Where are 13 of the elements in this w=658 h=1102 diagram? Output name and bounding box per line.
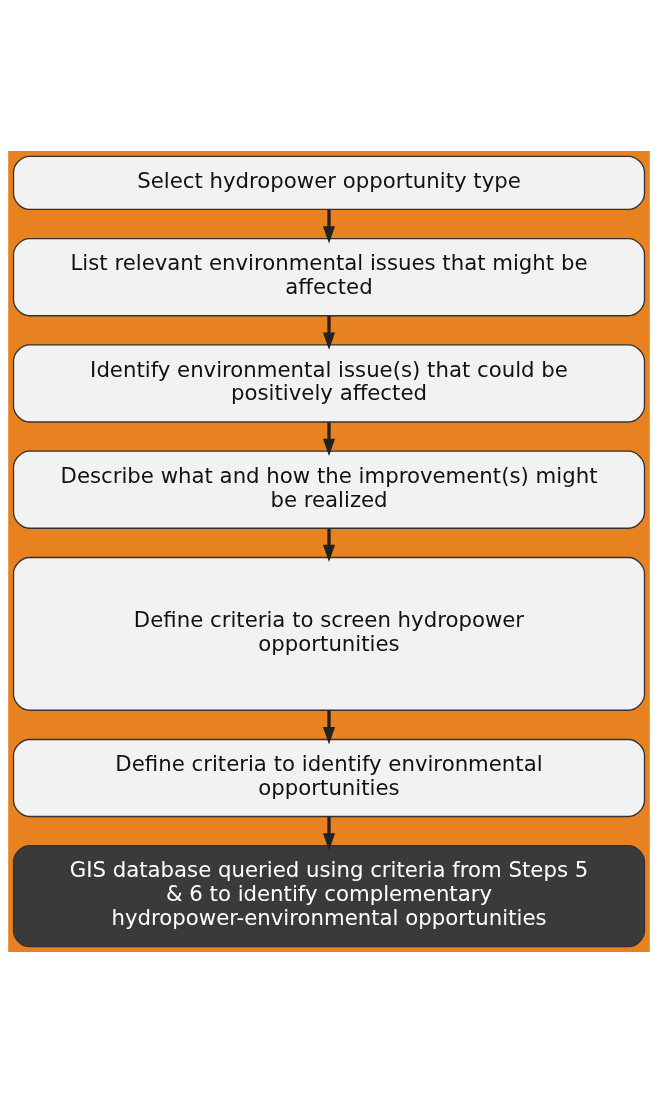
node-box: Define criteria to identify environmental opportunities <box>12 738 646 817</box>
node-box: Describe what and how the improvement(s) might be realized <box>12 450 646 529</box>
arrow <box>322 421 336 456</box>
node-box: List relevant environmental issues that might be affected <box>12 237 646 316</box>
arrow <box>322 816 336 851</box>
node-box: GIS database queried using criteria from Steps 5 & 6 to identify complementary hydropower-environmental opportunities <box>12 844 646 947</box>
arrow <box>322 710 336 744</box>
arrow <box>322 528 336 562</box>
arrow <box>322 209 336 243</box>
node-box: Define criteria to screen hydropower opportunities <box>12 556 646 711</box>
arrow <box>322 315 336 350</box>
node-box: Identify environmental issue(s) that could be positively affected <box>12 343 646 423</box>
node-box: Select hydropower opportunity type <box>12 155 646 210</box>
